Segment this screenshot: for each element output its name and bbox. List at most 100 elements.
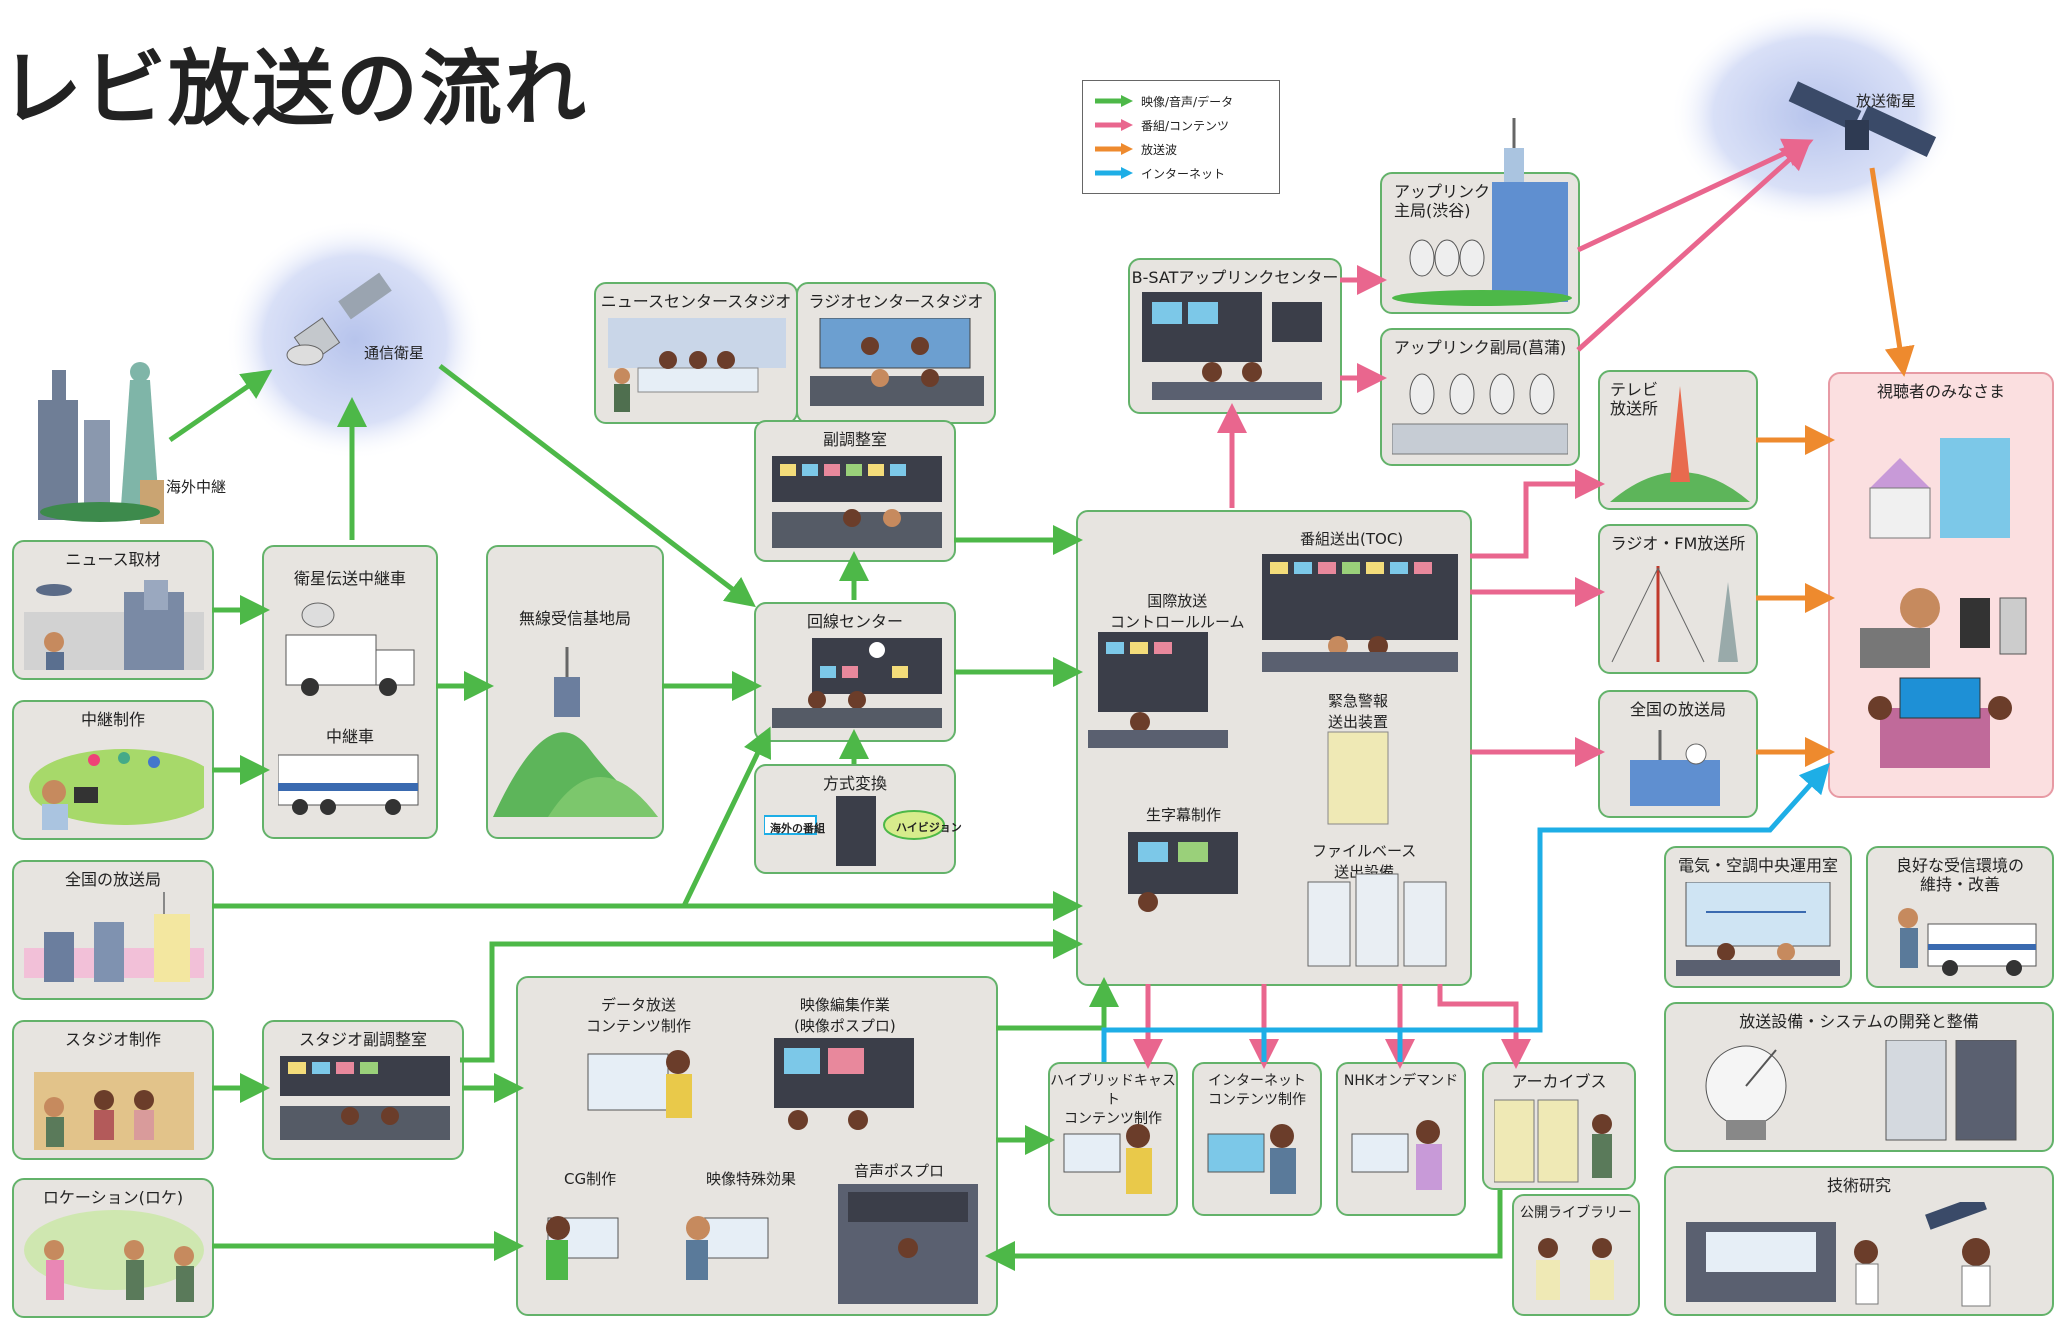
power-hvac-illustration: [1676, 882, 1840, 976]
bsat-uplink-box: B-SATアップリンクセンター: [1128, 258, 1342, 414]
page-title: レビ放送の流れ: [0, 42, 589, 137]
box-label: 技術研究: [1826, 1176, 1891, 1195]
format-conversion-box: 方式変換 海外の番組 ハイビジョン: [754, 764, 962, 874]
box-label: 全国の放送局: [1629, 700, 1726, 719]
studio-subcontrol-illustration: [280, 1056, 450, 1140]
ondemand-illustration: [1351, 1120, 1442, 1190]
bsat-illustration: [1142, 292, 1322, 400]
master-control-illustration: [1088, 554, 1458, 967]
viewers-illustration: [1860, 438, 2027, 768]
radio-center-studio-box: ラジオセンタースタジオ: [796, 282, 996, 424]
comm-sat-glow: [225, 220, 485, 460]
box-label: NHKオンデマンド: [1343, 1073, 1459, 1089]
box-label: 回線センター: [806, 612, 903, 631]
format-conversion-illustration: [764, 796, 945, 866]
box-label: テレビ 放送所: [1610, 380, 1659, 418]
box-label: 無線受信基地局: [518, 609, 631, 628]
public-library-box: 公開ライブラリー: [1512, 1194, 1640, 1316]
box-label: ニュース取材: [65, 550, 161, 569]
tv-transmitter-box: テレビ 放送所: [1598, 370, 1758, 510]
master-control-box: 番組送出(TOC) 国際放送 コントロールルーム 緊急警報 送出装置 生字幕制作…: [1076, 510, 1472, 986]
mountain-station-illustration: [493, 647, 658, 817]
box-label: 中継制作: [80, 710, 145, 729]
uplink-sub-box: アップリンク副局(菖蒲): [1380, 328, 1580, 466]
overseas-buildings-icon: [38, 362, 164, 524]
post-production-box: データ放送 コンテンツ制作 映像編集作業 (映像ポスプロ) CG制作 映像特殊効…: [516, 976, 998, 1316]
reception-environment-box: 良好な受信環境の 維持・改善: [1866, 846, 2054, 988]
library-illustration: [1536, 1238, 1614, 1300]
box-label: 衛星伝送中継車: [293, 569, 406, 588]
box-label: 放送設備・システムの開発と整備: [1739, 1012, 1979, 1031]
research-illustration: [1686, 1202, 1991, 1307]
uplink-main-illustration: [1392, 118, 1572, 306]
line-center-illustration: [772, 638, 942, 728]
post-production-illustration: [546, 1038, 978, 1304]
box-label: ラジオ・FM放送所: [1610, 534, 1746, 553]
box-label: 副調整室: [822, 430, 887, 449]
regional-station-illustration: [1630, 730, 1720, 806]
archives-box: アーカイブス: [1482, 1062, 1636, 1190]
location-shoot-box: ロケーション(ロケ): [12, 1178, 214, 1318]
box-label: スタジオ制作: [64, 1030, 161, 1049]
live-production-illustration: [29, 749, 204, 830]
archives-illustration: [1494, 1099, 1612, 1183]
box-label: アーカイブス: [1511, 1072, 1607, 1091]
radio-tower-illustration: [1611, 566, 1738, 663]
legend: 映像/音声/データ 番組/コンテンツ 放送波 インターネット: [1082, 80, 1280, 194]
legend-label: インターネット: [1141, 166, 1226, 181]
power-hvac-box: 電気・空調中央運用室: [1664, 846, 1852, 988]
viewers-box: 視聴者のみなさま: [1828, 372, 2054, 798]
box-label: 良好な受信環境の 維持・改善: [1895, 856, 2024, 894]
internet-content-box: インターネット コンテンツ制作: [1192, 1062, 1322, 1216]
box-label: ロケーション(ロケ): [42, 1188, 184, 1207]
news-center-studio-box: ニュースセンタースタジオ: [594, 282, 798, 424]
cg-label: CG制作: [564, 1170, 617, 1188]
bs-satellite-label: 放送衛星: [1856, 92, 1917, 110]
nhk-ondemand-box: NHKオンデマンド: [1336, 1062, 1466, 1216]
box-label: 全国の放送局: [64, 870, 161, 889]
studio-production-box: スタジオ制作: [12, 1020, 214, 1160]
legend-item-internet: インターネット: [1093, 163, 1225, 183]
box-label: ハイブリッドキャスト コンテンツ制作: [1050, 1073, 1176, 1127]
tv-tower-illustration: [1610, 386, 1750, 502]
box-label: ニュースセンタースタジオ: [600, 292, 792, 311]
emergency-alert-label: 緊急警報 送出装置: [1328, 692, 1389, 731]
legend-item-wave: 放送波: [1093, 139, 1177, 159]
vehicles-illustration: [278, 602, 419, 815]
box-label: 公開ライブラリー: [1520, 1205, 1632, 1221]
news-studio-illustration: [608, 318, 786, 412]
box-label: スタジオ副調整室: [298, 1030, 427, 1049]
legend-item-video: 映像/音声/データ: [1093, 91, 1233, 111]
reception-illustration: [1898, 908, 2037, 976]
studio-production-illustration: [34, 1072, 194, 1150]
studio-subcontrol-box: スタジオ副調整室: [262, 1020, 464, 1160]
audio-post-label: 音声ポスプロ: [854, 1162, 945, 1180]
box-label: ラジオセンタースタジオ: [808, 292, 984, 311]
subcontrol-illustration: [772, 456, 942, 548]
box-label: 電気・空調中央運用室: [1677, 856, 1838, 875]
radio-studio-illustration: [810, 318, 984, 406]
line-center-box: 回線センター: [754, 602, 956, 742]
bs-sat-glow: [1670, 5, 1960, 225]
wireless-base-box: 無線受信基地局: [486, 545, 664, 839]
regional-stations-right-box: 全国の放送局: [1598, 690, 1758, 818]
comm-satellite-label: 通信衛星: [364, 344, 425, 362]
news-gathering-illustration: [24, 580, 204, 670]
legend-label: 放送波: [1141, 142, 1178, 157]
legend-item-program: 番組/コンテンツ: [1093, 115, 1229, 135]
radio-fm-transmitter-box: ラジオ・FM放送所: [1598, 524, 1758, 674]
internet-content-illustration: [1207, 1124, 1296, 1194]
box-label-secondary: 中継車: [325, 727, 374, 746]
box-label: インターネット コンテンツ制作: [1208, 1073, 1306, 1108]
facility-development-box: 放送設備・システムの開発と整備: [1664, 1002, 2054, 1152]
legend-label: 映像/音声/データ: [1141, 94, 1234, 109]
research-box: 技術研究: [1664, 1166, 2054, 1316]
box-label: アップリンク 主局(渋谷): [1394, 182, 1491, 220]
box-label: 方式変換: [822, 774, 887, 793]
news-gathering-box: ニュース取材: [12, 540, 214, 680]
vfx-label: 映像特殊効果: [706, 1170, 797, 1188]
box-label: 視聴者のみなさま: [1876, 382, 2005, 401]
sng-vehicles-box: 衛星伝送中継車 中継車: [262, 545, 438, 839]
subcontrol-room-box: 副調整室: [754, 420, 956, 562]
